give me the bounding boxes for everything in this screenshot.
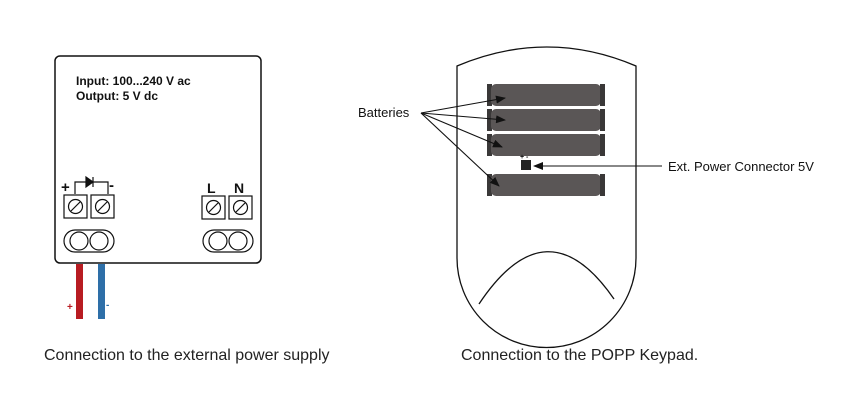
caption-keypad: Connection to the POPP Keypad. [461,347,699,364]
batteries-label: Batteries [358,105,410,120]
ac-l-label: L [207,180,216,196]
ac-n-label: N [234,180,244,196]
diode-icon [85,175,95,189]
battery-body [491,84,601,106]
battery-slots [487,84,605,196]
battery-cap-right [600,109,605,131]
ext-power-connector: + - [520,154,531,170]
battery-body [491,109,601,131]
ac-terminal-l [201,195,226,220]
wire-minus-label: - [106,300,109,311]
dc-minus-label: - [109,177,114,194]
wire-plus [76,264,83,319]
battery-cap-left [487,174,492,196]
battery [487,109,605,131]
battery-body [491,134,601,156]
battery [487,174,605,196]
battery-cap-right [600,174,605,196]
dc-terminal-plus [63,194,88,219]
battery-body [491,174,601,196]
battery-cap-left [487,134,492,156]
battery-cap-right [600,134,605,156]
keypad-bottom-arc [478,251,615,305]
dc-terminal-minus [90,194,115,219]
input-rating-label: Input: 100...240 V ac [76,74,191,88]
battery-arrows [420,95,506,187]
ac-cable-entry [202,229,254,253]
power-supply: Input: 100...240 V ac Output: 5 V dc + -… [54,55,262,319]
connector-polarity-label: + - [520,154,529,161]
output-rating-label: Output: 5 V dc [76,89,158,103]
keypad: + - Batteries Ext. Power Connector 5V [358,46,814,349]
dc-cable-entry [63,229,115,253]
ac-terminal-n [228,195,253,220]
battery-cap-right [600,84,605,106]
battery [487,84,605,106]
caption-power-supply: Connection to the external power supply [44,347,330,364]
battery [487,134,605,156]
wire-plus-label: + [67,302,73,313]
wire-minus [98,264,105,319]
battery-cap-left [487,109,492,131]
connector-icon [521,160,531,170]
battery-cap-left [487,84,492,106]
dc-plus-label: + [61,179,70,196]
connector-label: Ext. Power Connector 5V [668,159,814,174]
